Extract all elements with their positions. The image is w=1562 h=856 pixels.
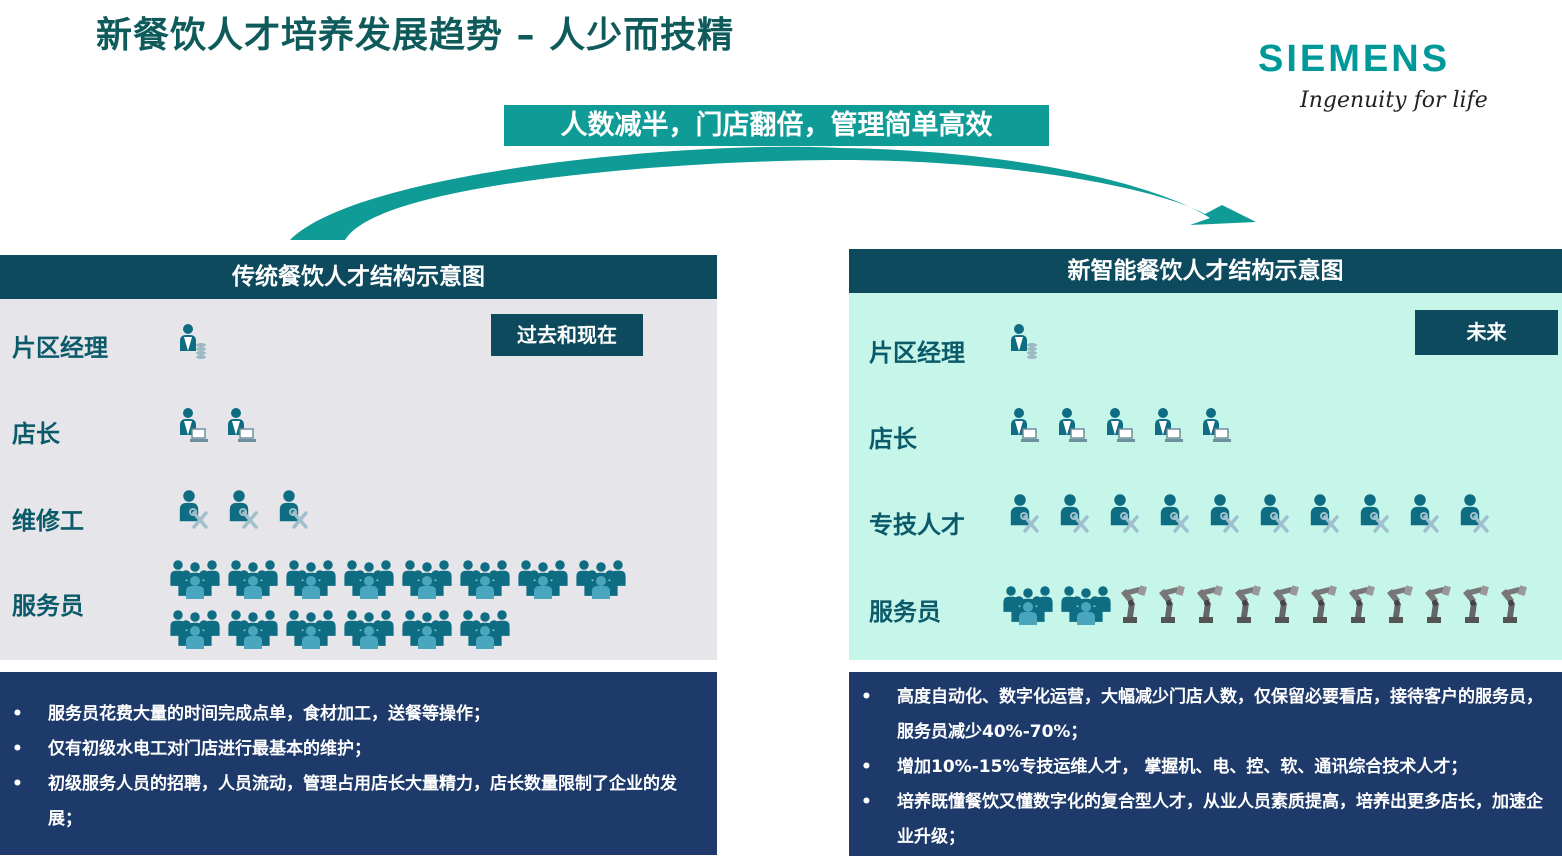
robot-arm-icon bbox=[1231, 583, 1265, 629]
robot-arm-icon bbox=[1117, 583, 1151, 629]
robot-arm-icon bbox=[1345, 583, 1379, 629]
staff-group-icon bbox=[400, 607, 454, 653]
technician-wrench-icon bbox=[1105, 491, 1143, 541]
page-title: 新餐饮人才培养发展趋势 – 人少而技精 bbox=[96, 15, 735, 56]
staff-group-icon bbox=[458, 557, 512, 603]
staff-group-icon bbox=[284, 607, 338, 653]
left-badge: 过去和现在 bbox=[491, 314, 643, 356]
technician-wrench-icon bbox=[274, 487, 312, 537]
logo-wordmark: SIEMENS bbox=[1258, 38, 1451, 80]
left-row-label-2: 维修工 bbox=[12, 507, 84, 535]
technician-wrench-icon bbox=[1455, 491, 1493, 541]
manager-computer-icon bbox=[1101, 405, 1137, 449]
right-row-label-0: 片区经理 bbox=[869, 339, 965, 367]
right-row-label-1: 店长 bbox=[869, 425, 917, 453]
right-note-0: 高度自动化、数字化运营，大幅减少门店人数，仅保留必要看店，接待客户的服务员，服务… bbox=[849, 680, 1562, 750]
left-panel: 传统餐饮人才结构示意图 过去和现在 片区经理 店长 维修工 服务员 bbox=[0, 255, 717, 855]
left-row-icons-0 bbox=[174, 321, 474, 365]
staff-group-icon bbox=[342, 557, 396, 603]
left-row-label-0: 片区经理 bbox=[12, 334, 108, 362]
logo-tagline: Ingenuity for life bbox=[1300, 88, 1488, 113]
technician-wrench-icon bbox=[1405, 491, 1443, 541]
right-row-icons-0 bbox=[1005, 321, 1405, 365]
right-badge: 未来 bbox=[1415, 310, 1558, 355]
robot-arm-icon bbox=[1193, 583, 1227, 629]
right-row-label-2: 专技人才 bbox=[869, 511, 965, 539]
staff-group-icon bbox=[1001, 583, 1055, 629]
staff-group-icon bbox=[1059, 583, 1113, 629]
technician-wrench-icon bbox=[1355, 491, 1393, 541]
technician-wrench-icon bbox=[1255, 491, 1293, 541]
manager-computer-icon bbox=[174, 405, 210, 449]
right-row-label-3: 服务员 bbox=[869, 598, 941, 626]
staff-group-icon bbox=[400, 557, 454, 603]
technician-wrench-icon bbox=[224, 487, 262, 537]
robot-arm-icon bbox=[1383, 583, 1417, 629]
manager-computer-icon bbox=[1053, 405, 1089, 449]
left-row-label-1: 店长 bbox=[12, 420, 60, 448]
technician-wrench-icon bbox=[1205, 491, 1243, 541]
curved-arrow-icon bbox=[290, 146, 1256, 240]
right-panel-body: 未来 片区经理 店长 专技人才 服务员 bbox=[849, 293, 1562, 660]
right-panel-header: 新智能餐饮人才结构示意图 bbox=[849, 249, 1562, 293]
left-row-label-3: 服务员 bbox=[12, 592, 84, 620]
manager-computer-icon bbox=[222, 405, 258, 449]
right-panel: 新智能餐饮人才结构示意图 未来 片区经理 店长 专技人才 服务员 bbox=[849, 249, 1562, 856]
robot-arm-icon bbox=[1459, 583, 1493, 629]
manager-coins-icon bbox=[1005, 321, 1041, 365]
staff-group-icon bbox=[168, 607, 222, 653]
staff-group-icon bbox=[342, 607, 396, 653]
robot-arm-icon bbox=[1307, 583, 1341, 629]
left-row-icons-1 bbox=[174, 405, 474, 449]
left-note-2: 初级服务人员的招聘，人员流动，管理占用店长大量精力，店长数量限制了企业的发展； bbox=[0, 767, 717, 837]
staff-group-icon bbox=[284, 557, 338, 603]
right-row-icons-2 bbox=[1005, 491, 1525, 541]
siemens-logo: SIEMENS Ingenuity for life bbox=[1258, 38, 1498, 128]
technician-wrench-icon bbox=[1155, 491, 1193, 541]
robot-arm-icon bbox=[1421, 583, 1455, 629]
right-row-icons-3 bbox=[1001, 583, 1541, 629]
right-note-2: 培养既懂餐饮又懂数字化的复合型人才，从业人员素质提高，培养出更多店长，加速企业升… bbox=[849, 785, 1562, 855]
right-row-icons-1 bbox=[1005, 405, 1405, 449]
technician-wrench-icon bbox=[1005, 491, 1043, 541]
staff-group-icon bbox=[516, 557, 570, 603]
staff-group-icon bbox=[458, 607, 512, 653]
manager-computer-icon bbox=[1149, 405, 1185, 449]
manager-computer-icon bbox=[1005, 405, 1041, 449]
slogan-banner: 人数减半，门店翻倍，管理简单高效 bbox=[504, 105, 1049, 146]
left-panel-body: 过去和现在 片区经理 店长 维修工 服务员 bbox=[0, 299, 717, 660]
left-note-1: 仅有初级水电工对门店进行最基本的维护； bbox=[0, 732, 717, 767]
staff-group-icon bbox=[226, 557, 280, 603]
left-notes: 服务员花费大量的时间完成点单，食材加工，送餐等操作； 仅有初级水电工对门店进行最… bbox=[0, 672, 717, 855]
staff-group-icon bbox=[574, 557, 628, 603]
right-notes: 高度自动化、数字化运营，大幅减少门店人数，仅保留必要看店，接待客户的服务员，服务… bbox=[849, 672, 1562, 856]
right-note-1: 增加10%-15%专技运维人才， 掌握机、电、控、软、通讯综合技术人才； bbox=[849, 750, 1562, 785]
robot-arm-icon bbox=[1497, 583, 1531, 629]
left-row-icons-3 bbox=[168, 557, 638, 653]
left-panel-header: 传统餐饮人才结构示意图 bbox=[0, 255, 717, 299]
robot-arm-icon bbox=[1155, 583, 1189, 629]
technician-wrench-icon bbox=[1305, 491, 1343, 541]
robot-arm-icon bbox=[1269, 583, 1303, 629]
manager-coins-icon bbox=[174, 321, 210, 365]
manager-computer-icon bbox=[1197, 405, 1233, 449]
staff-group-icon bbox=[168, 557, 222, 603]
left-note-0: 服务员花费大量的时间完成点单，食材加工，送餐等操作； bbox=[0, 697, 717, 732]
technician-wrench-icon bbox=[174, 487, 212, 537]
left-row-icons-2 bbox=[174, 487, 474, 537]
technician-wrench-icon bbox=[1055, 491, 1093, 541]
staff-group-icon bbox=[226, 607, 280, 653]
